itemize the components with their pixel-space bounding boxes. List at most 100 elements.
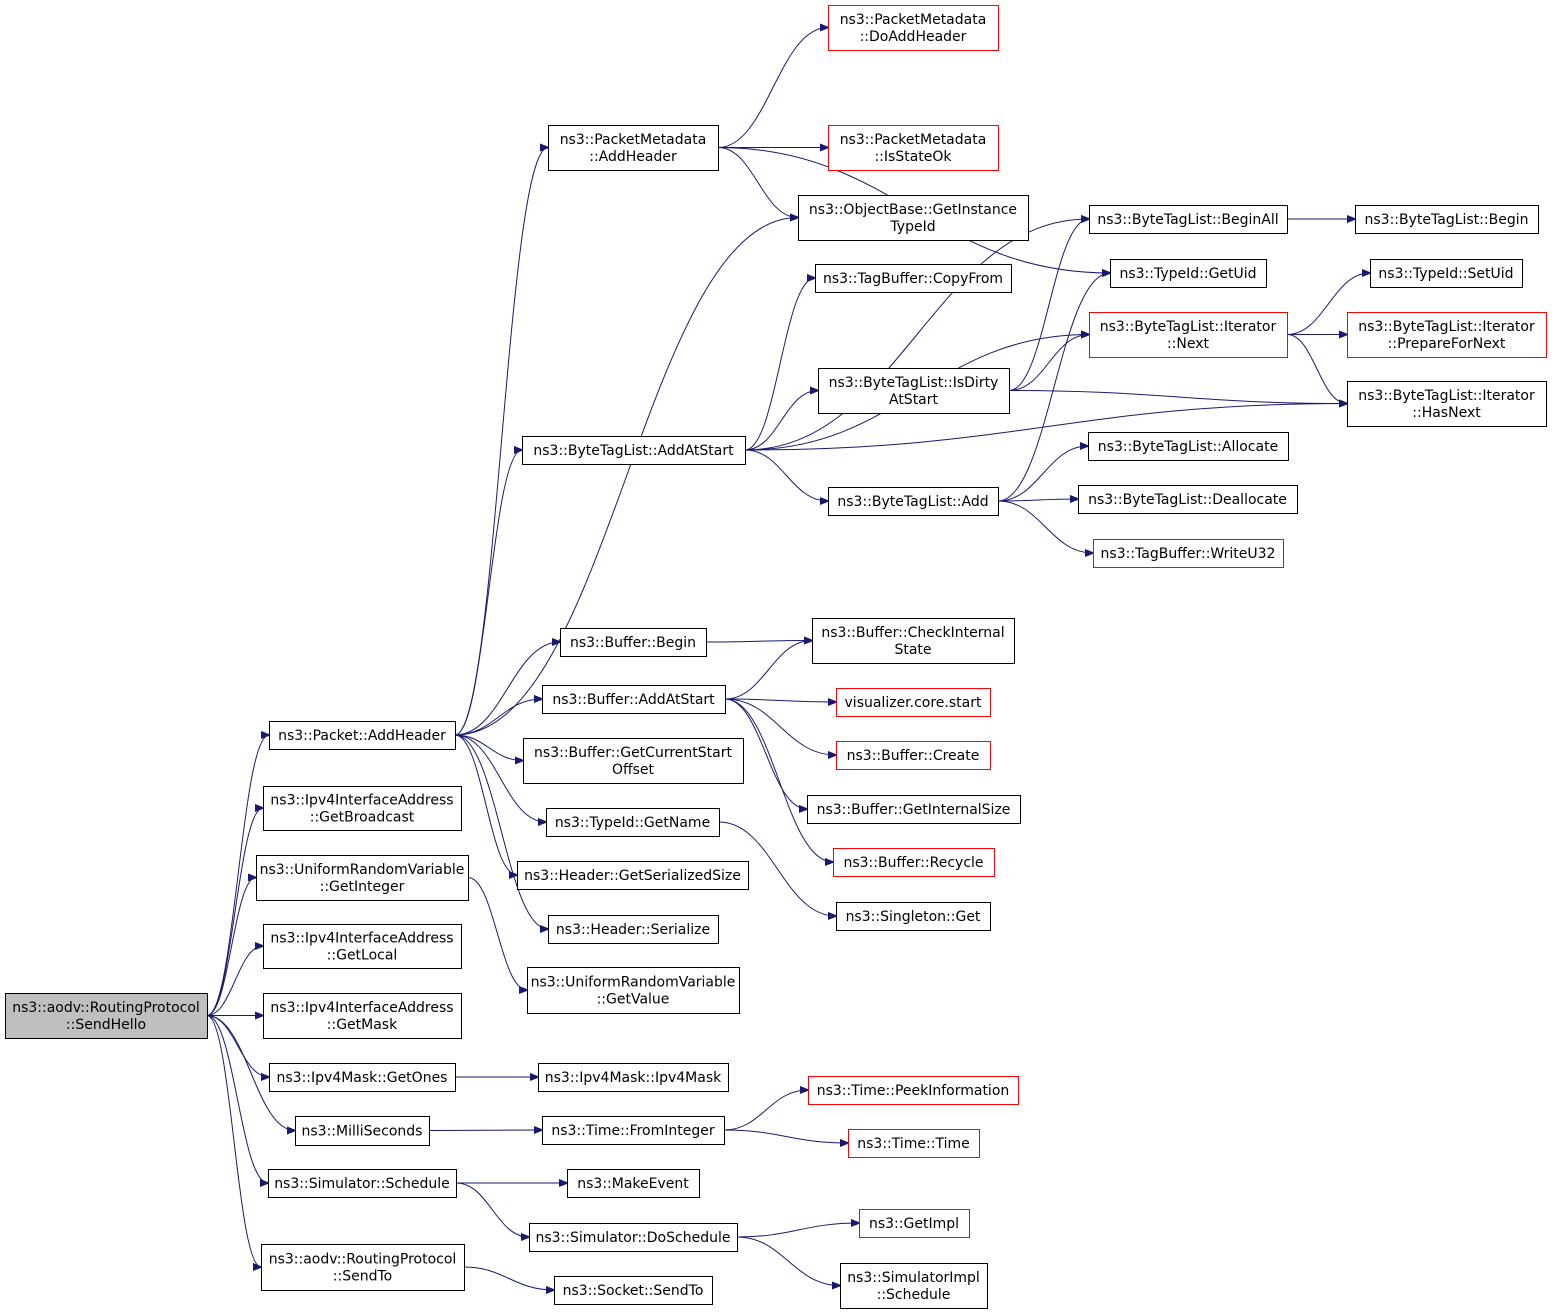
node-label-line: ns3::UniformRandomVariable: [260, 862, 465, 878]
node-box: [295, 1116, 430, 1146]
node-urv-getvalue[interactable]: ns3::UniformRandomVariable::GetValue: [527, 967, 740, 1014]
node-btl-beginall[interactable]: ns3::ByteTagList::BeginAll: [1089, 205, 1288, 234]
node-box: [548, 915, 719, 944]
node-buf-recycle[interactable]: ns3::Buffer::Recycle: [833, 848, 995, 877]
call-edge-pkt_addheader-to-hdr_getserializedsize: [454, 734, 517, 875]
node-label-line: ::SendTo: [333, 1269, 392, 1285]
node-box: [560, 628, 707, 657]
node-typeid-getuid[interactable]: ns3::TypeId::GetUid: [1110, 259, 1267, 288]
node-btl-begin[interactable]: ns3::ByteTagList::Begin: [1355, 205, 1539, 234]
node-box: [833, 848, 995, 877]
node-label-line: ns3::ByteTagList::Iterator: [1358, 388, 1535, 404]
node-btl-allocate[interactable]: ns3::ByteTagList::Allocate: [1088, 432, 1289, 461]
node-label-line: ns3::Buffer::GetCurrentStart: [534, 745, 732, 761]
node-box: [269, 721, 456, 750]
node-box: [546, 808, 720, 837]
call-edge-root-to-broadcast: [206, 808, 263, 1016]
node-buf-addatstart[interactable]: ns3::Buffer::AddAtStart: [542, 685, 726, 714]
node-label-line: TypeId: [889, 219, 935, 235]
node-time-frominteger[interactable]: ns3::Time::FromInteger: [542, 1116, 725, 1145]
node-btl-add[interactable]: ns3::ByteTagList::Add: [828, 487, 999, 516]
node-broadcast[interactable]: ns3::Ipv4InterfaceAddress::GetBroadcast: [263, 786, 462, 831]
node-label-line: ns3::Simulator::Schedule: [274, 1176, 450, 1192]
call-edge-sim_doschedule-to-simimpl_schedule: [736, 1236, 840, 1286]
node-getimpl[interactable]: ns3::GetImpl: [859, 1209, 970, 1238]
node-label-line: ::GetValue: [597, 992, 670, 1008]
node-pm-doaddheader[interactable]: ns3::PacketMetadata::DoAddHeader: [828, 5, 999, 51]
node-milliseconds[interactable]: ns3::MilliSeconds: [295, 1116, 430, 1146]
node-hdr-serialize[interactable]: ns3::Header::Serialize: [548, 915, 719, 944]
node-getmask[interactable]: ns3::Ipv4InterfaceAddress::GetMask: [263, 993, 462, 1039]
call-edge-time_frominteger-to-time_peekinfo: [723, 1090, 808, 1131]
node-urv-getinteger[interactable]: ns3::UniformRandomVariable::GetInteger: [256, 855, 469, 901]
node-typeid-setuid[interactable]: ns3::TypeId::SetUid: [1370, 259, 1523, 288]
node-sim-doschedule[interactable]: ns3::Simulator::DoSchedule: [529, 1223, 738, 1252]
node-label-line: ns3::Socket::SendTo: [563, 1283, 704, 1299]
call-edge-pkt_addheader-to-hdr_serialize: [454, 734, 548, 929]
node-typeid-getname[interactable]: ns3::TypeId::GetName: [546, 808, 720, 837]
node-box: [538, 1063, 729, 1092]
node-makeevent[interactable]: ns3::MakeEvent: [567, 1169, 700, 1198]
call-edge-milliseconds-to-time_frominteger: [428, 1130, 542, 1131]
node-btl-deallocate[interactable]: ns3::ByteTagList::Deallocate: [1078, 485, 1298, 514]
node-box: [836, 688, 991, 717]
node-box: [517, 861, 749, 890]
node-hdr-getserializedsize[interactable]: ns3::Header::GetSerializedSize: [517, 861, 749, 890]
node-box: [798, 195, 1029, 241]
node-buf-create[interactable]: ns3::Buffer::Create: [836, 741, 991, 770]
call-edge-buf_begin-to-buf_checkinternal: [705, 641, 812, 643]
node-pm-addheader[interactable]: ns3::PacketMetadata::AddHeader: [548, 125, 719, 171]
node-label-line: AtStart: [889, 392, 939, 408]
node-time-peekinfo[interactable]: ns3::Time::PeekInformation: [808, 1076, 1019, 1105]
node-buf-getinternalsize[interactable]: ns3::Buffer::GetInternalSize: [807, 795, 1021, 824]
node-label-line: ns3::Packet::AddHeader: [278, 728, 446, 744]
node-root[interactable]: ns3::aodv::RoutingProtocol::SendHello: [5, 993, 208, 1039]
call-edge-btl_add-to-btl_deallocate: [997, 499, 1078, 501]
node-label-line: ns3::Buffer::CheckInternal: [821, 625, 1004, 641]
node-buf-begin[interactable]: ns3::Buffer::Begin: [560, 628, 707, 657]
node-box: [1347, 381, 1547, 427]
node-tb-writeu32[interactable]: ns3::TagBuffer::WriteU32: [1093, 539, 1284, 568]
node-label-line: ::Next: [1167, 336, 1210, 352]
call-edge-root-to-pkt_addheader: [206, 735, 269, 1016]
node-box: [522, 436, 746, 465]
node-pkt-addheader[interactable]: ns3::Packet::AddHeader: [269, 721, 456, 750]
node-btl-iter-prepare[interactable]: ns3::ByteTagList::Iterator::PrepareForNe…: [1347, 312, 1547, 358]
call-edge-pm_addheader-to-pm_doaddheader: [717, 28, 828, 148]
node-getones[interactable]: ns3::Ipv4Mask::GetOnes: [269, 1063, 456, 1092]
node-tb-copyfrom[interactable]: ns3::TagBuffer::CopyFrom: [815, 264, 1012, 293]
node-label-line: State: [894, 642, 931, 658]
node-btl-iter-hasnext[interactable]: ns3::ByteTagList::Iterator::HasNext: [1347, 381, 1547, 427]
node-label-line: ::GetBroadcast: [310, 810, 415, 826]
call-edge-btl_addatstart-to-btl_isdirty: [744, 391, 818, 451]
node-box: [1078, 485, 1298, 514]
node-label-line: ns3::PacketMetadata: [840, 12, 987, 28]
node-box: [1355, 205, 1539, 234]
node-box: [1110, 259, 1267, 288]
node-label-line: ns3::Singleton::Get: [846, 909, 981, 925]
node-label-line: ns3::ByteTagList::Deallocate: [1088, 492, 1287, 508]
node-simimpl-schedule[interactable]: ns3::SimulatorImpl::Schedule: [840, 1263, 988, 1309]
node-label-line: visualizer.core.start: [845, 695, 982, 711]
node-btl-iter-next[interactable]: ns3::ByteTagList::Iterator::Next: [1089, 312, 1288, 358]
node-label-line: ns3::PacketMetadata: [840, 132, 987, 148]
node-btl-addatstart[interactable]: ns3::ByteTagList::AddAtStart: [522, 436, 746, 465]
node-socket-sendto[interactable]: ns3::Socket::SendTo: [554, 1276, 713, 1305]
call-edge-buf_addatstart-to-buf_recycle: [724, 698, 833, 862]
node-label-line: ns3::ByteTagList::Allocate: [1098, 439, 1278, 455]
node-mask-ctor[interactable]: ns3::Ipv4Mask::Ipv4Mask: [538, 1063, 729, 1092]
call-edge-buf_addatstart-to-buf_checkinternal: [724, 641, 812, 700]
node-getlocal[interactable]: ns3::Ipv4InterfaceAddress::GetLocal: [263, 924, 462, 969]
node-label-line: ns3::Buffer::Begin: [570, 635, 696, 651]
node-viz-start[interactable]: visualizer.core.start: [836, 688, 991, 717]
node-label-line: ns3::ByteTagList::Iterator: [1358, 319, 1535, 335]
node-singleton-get[interactable]: ns3::Singleton::Get: [836, 902, 991, 931]
node-pm-isstateok[interactable]: ns3::PacketMetadata::IsStateOk: [828, 125, 999, 171]
node-sim-schedule[interactable]: ns3::Simulator::Schedule: [268, 1169, 457, 1198]
node-time-ctor[interactable]: ns3::Time::Time: [848, 1129, 980, 1158]
node-sendto[interactable]: ns3::aodv::RoutingProtocol::SendTo: [261, 1244, 465, 1291]
